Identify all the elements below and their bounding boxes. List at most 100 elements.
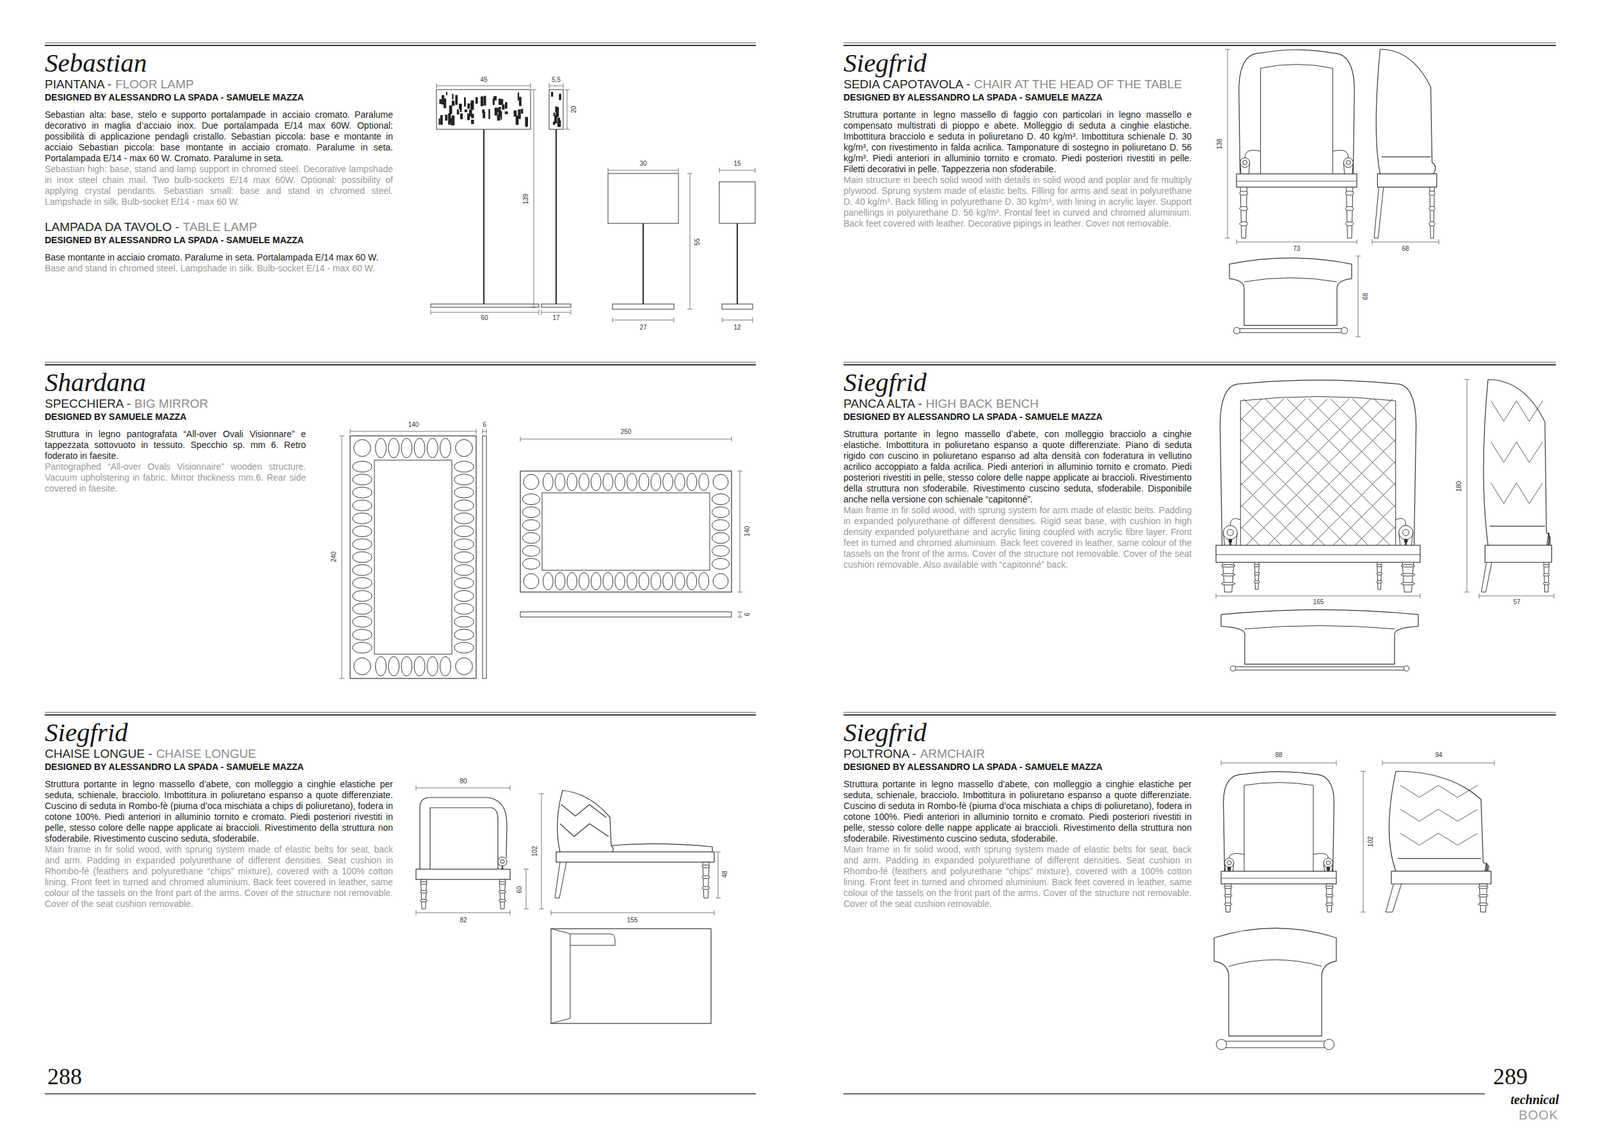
dimension-label: 250 bbox=[620, 428, 633, 436]
dimension-label: 180 bbox=[1456, 480, 1463, 493]
text-line: Sebastian bbox=[44, 49, 393, 77]
line-art bbox=[1543, 562, 1549, 592]
line-art bbox=[522, 532, 540, 544]
line-art bbox=[444, 114, 448, 121]
line-art bbox=[44, 362, 756, 363]
line-art bbox=[1543, 582, 1550, 585]
dimension-label: 68 bbox=[1400, 245, 1410, 253]
text-line: PIANTANA -FLOOR LAMP bbox=[44, 77, 393, 92]
line-art bbox=[1389, 771, 1490, 872]
line-art bbox=[374, 460, 452, 655]
line-art bbox=[608, 173, 679, 224]
line-art bbox=[1376, 580, 1383, 584]
line-art bbox=[1336, 760, 1337, 766]
dimension-label: 48 bbox=[721, 869, 729, 879]
product-name: Siegfrid bbox=[44, 717, 128, 747]
line-art bbox=[715, 851, 721, 853]
line-art bbox=[430, 309, 432, 315]
line-art bbox=[510, 910, 511, 916]
line-art bbox=[1226, 860, 1231, 865]
line-art bbox=[455, 94, 458, 105]
line-art bbox=[454, 512, 474, 524]
description-italian: Struttura portante in legno massello d’a… bbox=[843, 428, 1192, 505]
line-art bbox=[590, 472, 601, 491]
dimension-line bbox=[1236, 239, 1357, 245]
line-art bbox=[712, 573, 729, 589]
line-art bbox=[1402, 529, 1410, 536]
dimension-line bbox=[687, 173, 693, 310]
line-art bbox=[523, 573, 539, 589]
line-art bbox=[1221, 1041, 1329, 1048]
line-art bbox=[451, 100, 456, 106]
product-name: Siegfrid bbox=[843, 717, 927, 747]
line-art bbox=[353, 439, 372, 457]
line-art bbox=[1226, 529, 1234, 536]
line-art bbox=[1355, 336, 1361, 338]
line-art bbox=[1326, 860, 1330, 865]
line-art bbox=[522, 494, 540, 505]
line-art bbox=[1228, 960, 1322, 967]
line-art bbox=[1429, 186, 1435, 239]
section-rule bbox=[843, 712, 1556, 715]
line-art bbox=[1374, 186, 1384, 239]
dimension-label: 55 bbox=[694, 237, 701, 246]
line-art bbox=[339, 435, 345, 437]
line-art bbox=[556, 851, 715, 863]
description-english: Main frame in fir solid wood, with sprun… bbox=[44, 844, 393, 909]
product-name: Shardana bbox=[44, 367, 146, 397]
line-art bbox=[1224, 885, 1232, 889]
line-art bbox=[430, 304, 539, 308]
dimension-line bbox=[523, 869, 529, 909]
line-art bbox=[1376, 564, 1383, 568]
line-art bbox=[1391, 871, 1492, 884]
product-name: Siegfrid bbox=[843, 367, 927, 397]
dimension-label: 82 bbox=[458, 917, 468, 924]
line-art bbox=[1224, 858, 1234, 868]
line-art bbox=[526, 869, 527, 909]
designer-credit: DESIGNED BY SAMUELE MAZZA bbox=[44, 411, 187, 422]
line-art bbox=[563, 83, 564, 89]
line-art bbox=[496, 108, 499, 112]
line-art bbox=[439, 438, 451, 458]
description-italian: Struttura portante in legno massello d’a… bbox=[44, 778, 393, 844]
product-section: SiegfridSEDIA CAPOTAVOLA -CHAIR AT THE H… bbox=[843, 49, 1192, 230]
line-art bbox=[663, 472, 674, 491]
chair-side-view bbox=[1374, 49, 1437, 239]
line-art bbox=[523, 869, 529, 870]
line-art bbox=[416, 910, 417, 916]
line-art bbox=[504, 102, 508, 109]
product-type: SPECCHIERA - bbox=[44, 396, 131, 411]
line-art bbox=[498, 98, 502, 105]
line-art bbox=[352, 461, 372, 473]
line-art bbox=[711, 545, 729, 557]
text-line: DESIGNED BY SAMUELE MAZZA bbox=[44, 410, 306, 423]
description-english: Sebastian high: base, stand and lamp sup… bbox=[44, 163, 393, 207]
line-art bbox=[1253, 580, 1260, 584]
line-art bbox=[752, 317, 754, 323]
line-art bbox=[1240, 157, 1250, 168]
line-art bbox=[549, 89, 564, 130]
description-english: Main frame in fir solid wood, with sprun… bbox=[843, 504, 1192, 570]
line-art bbox=[419, 890, 427, 893]
line-art bbox=[674, 472, 685, 491]
dimension-label: 20 bbox=[570, 104, 578, 114]
line-art bbox=[1224, 238, 1231, 239]
line-art bbox=[531, 89, 537, 91]
description-english: Main structure in beech solid wood with … bbox=[843, 174, 1192, 229]
dimension-line bbox=[339, 435, 345, 679]
mirror-frame bbox=[350, 435, 477, 679]
line-art bbox=[1239, 191, 1248, 196]
line-art bbox=[1438, 239, 1440, 245]
line-art bbox=[414, 656, 425, 676]
line-art bbox=[615, 572, 626, 590]
text-line: DESIGNED BY ALESSANDRO LA SPADA - SAMUEL… bbox=[44, 760, 393, 773]
line-art bbox=[436, 89, 531, 130]
product-type: SEDIA CAPOTAVOLA - bbox=[843, 77, 971, 91]
line-art bbox=[590, 572, 601, 590]
line-art bbox=[375, 656, 387, 676]
text-line: Struttura portante in legno massello d’a… bbox=[44, 778, 393, 845]
product-type: CHAIR AT THE HEAD OF THE TABLE bbox=[974, 77, 1183, 91]
line-art bbox=[1376, 398, 1396, 546]
line-art bbox=[1325, 894, 1334, 897]
line-art bbox=[714, 910, 715, 916]
